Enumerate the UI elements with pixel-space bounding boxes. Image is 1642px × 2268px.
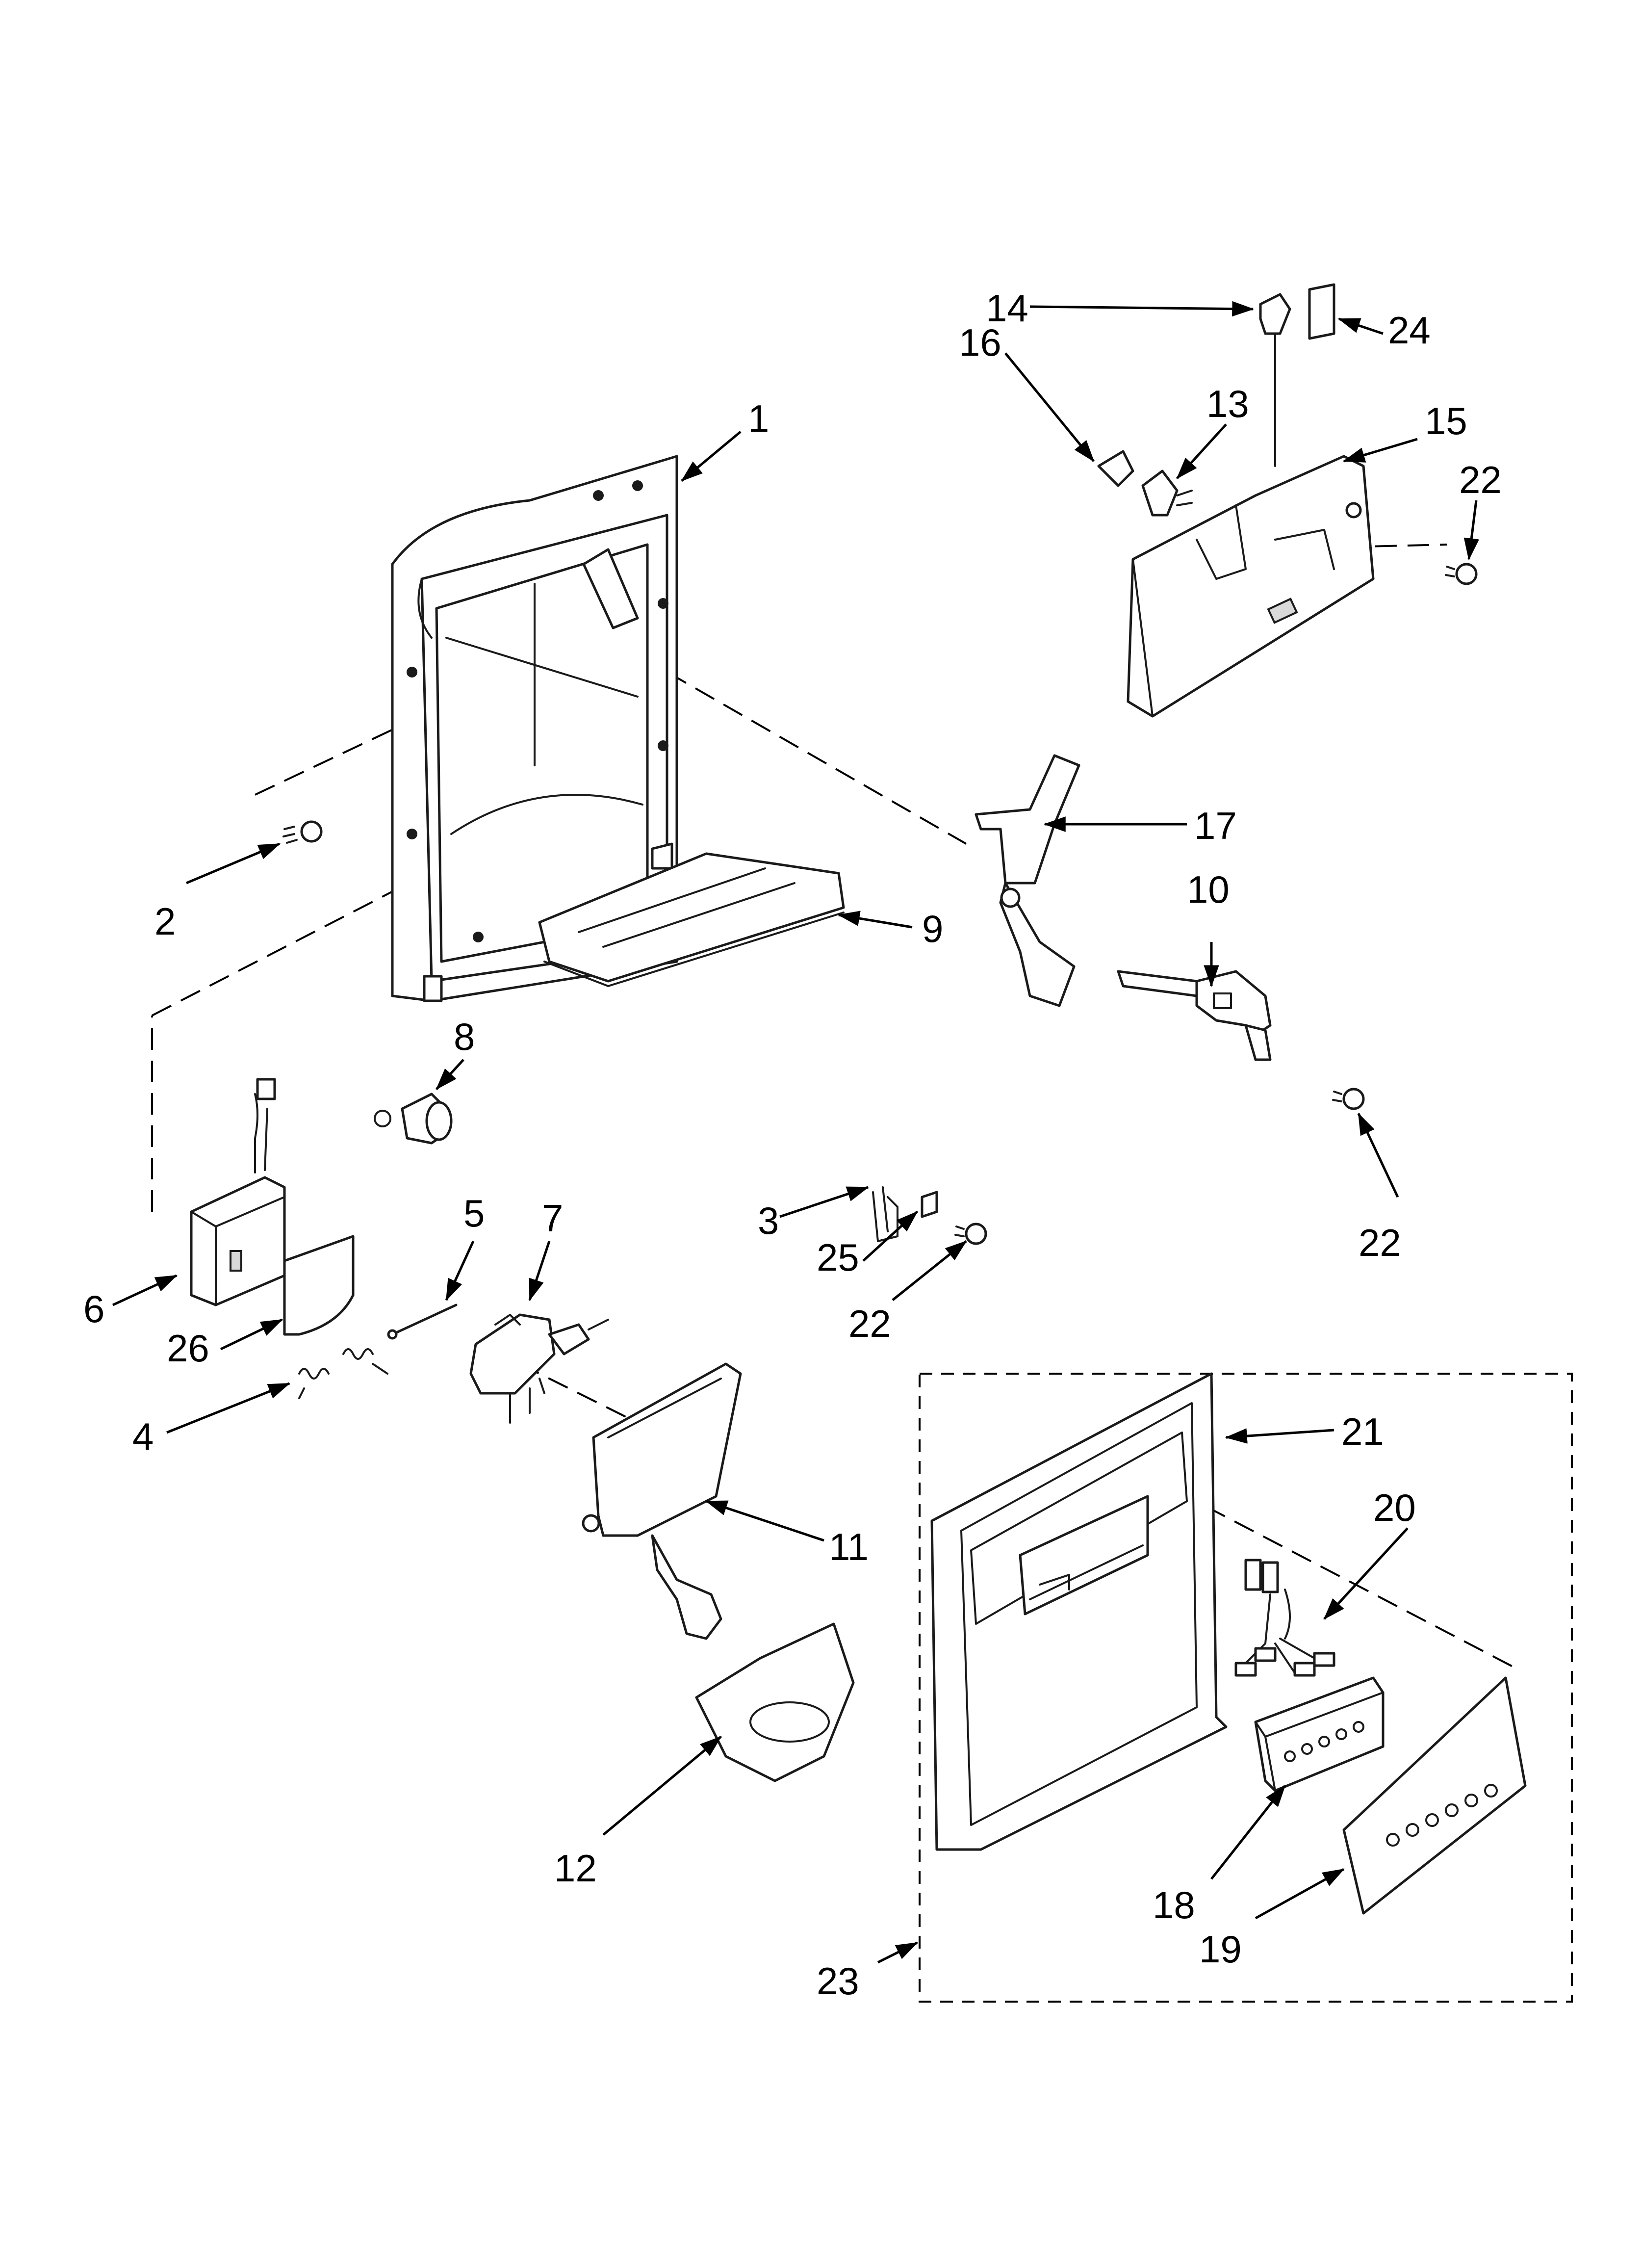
- part-12-chute-funnel: [695, 1622, 855, 1782]
- part-17-lever: [975, 754, 1080, 1007]
- callout-8: 8: [454, 1015, 475, 1058]
- part-16-lamp-bulb: [1097, 450, 1134, 487]
- part-20-wire-harness: [1234, 1559, 1335, 1677]
- callout-2: 2: [154, 900, 176, 943]
- callout-7: 7: [542, 1197, 563, 1240]
- callout-3: 3: [758, 1199, 779, 1242]
- part-9-drip-tray: [538, 852, 845, 987]
- part-24-insulator: [1308, 283, 1335, 340]
- part-21-dispenser-front: [930, 1372, 1228, 1851]
- part-19-control-panel-overlay: [1342, 1676, 1527, 1915]
- callout-14: 14: [986, 287, 1028, 330]
- part-22-screws: [954, 563, 1478, 1245]
- part-13-lamp-socket: [1141, 469, 1193, 517]
- callout-17: 17: [1194, 804, 1237, 847]
- callout-6: 6: [83, 1287, 104, 1330]
- part-4-springs: [298, 1348, 388, 1399]
- callout-13: 13: [1206, 382, 1249, 425]
- callout-12: 12: [554, 1847, 597, 1890]
- callout-15: 15: [1425, 399, 1467, 443]
- callout-21: 21: [1341, 1410, 1384, 1453]
- part-7-hinge-bracket: [469, 1313, 609, 1424]
- callout-10: 10: [1187, 868, 1230, 911]
- part-25-insulator: [921, 1191, 938, 1218]
- callout-1: 1: [748, 397, 769, 440]
- part-5-pin: [387, 1303, 458, 1340]
- callout-23: 23: [817, 1959, 859, 2003]
- callout-25: 25: [817, 1236, 859, 1279]
- callout-22-c: 22: [848, 1302, 891, 1345]
- callout-22-b: 22: [1359, 1221, 1401, 1264]
- part-18-control-board: [1254, 1676, 1385, 1792]
- part-14-switch: [1259, 293, 1291, 467]
- callout-26: 26: [167, 1327, 209, 1370]
- callout-4: 4: [132, 1415, 154, 1458]
- assembly-23-box: [919, 1373, 1573, 2003]
- part-15-light-housing: [1127, 455, 1375, 718]
- assembly-lines: [151, 544, 1573, 2003]
- callout-20: 20: [1373, 1486, 1416, 1529]
- callout-9: 9: [922, 907, 943, 950]
- callout-18: 18: [1153, 1883, 1195, 1927]
- part-26-cover: [283, 1235, 355, 1336]
- callout-24: 24: [1388, 309, 1431, 352]
- callout-5: 5: [463, 1192, 485, 1235]
- part-2-screw: [282, 820, 323, 844]
- part-10-actuator-arm: [1117, 970, 1272, 1061]
- callout-22-a: 22: [1459, 458, 1502, 501]
- leader-arrows: [112, 301, 1479, 1964]
- callout-16: 16: [959, 321, 1001, 364]
- callout-labels: 1 2 3 4 5 6 7 8 9 10 11 12 13 14 15 16 1…: [83, 287, 1502, 2003]
- part-8-solenoid: [374, 1093, 453, 1145]
- callout-19: 19: [1199, 1928, 1242, 1971]
- part-1-dispenser-housing: [391, 455, 678, 1002]
- part-11-ice-chute-door: [582, 1362, 742, 1640]
- callout-11: 11: [829, 1525, 869, 1568]
- part-6-dispenser-motor-module: [190, 1078, 286, 1306]
